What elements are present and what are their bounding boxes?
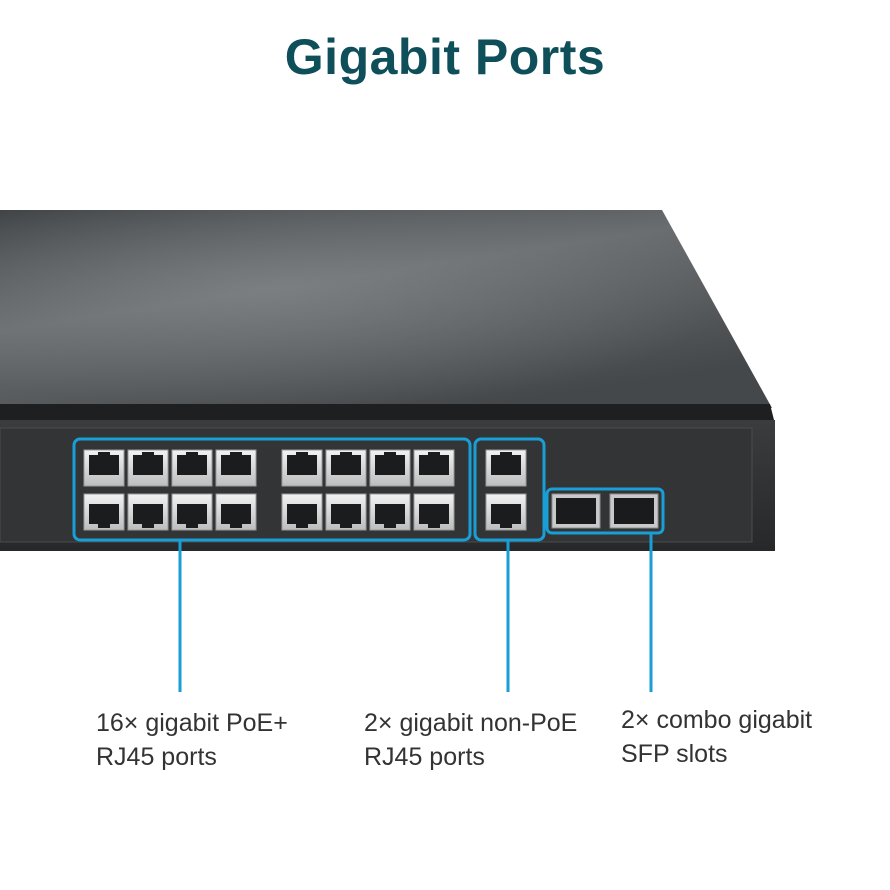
rj45-port <box>171 493 213 531</box>
rj45-port <box>215 449 257 487</box>
rj45-port <box>127 493 169 531</box>
rj45-port <box>485 493 527 531</box>
sfp-slots-caption: 2× combo gigabit SFP slots <box>621 703 812 771</box>
rj45-port <box>369 493 411 531</box>
caption-line: 2× gigabit non-PoE <box>364 709 578 737</box>
rj45-port <box>325 449 367 487</box>
rj45-port <box>127 449 169 487</box>
sfp-highlight-box <box>545 487 665 535</box>
caption-line: SFP slots <box>621 740 728 768</box>
rj45-port <box>83 449 125 487</box>
nonpoe-ports-caption: 2× gigabit non-PoE RJ45 ports <box>364 706 577 774</box>
sfp-slot <box>609 493 659 529</box>
caption-line: 2× combo gigabit <box>621 706 813 734</box>
caption-line: 16× gigabit PoE+ <box>96 709 288 737</box>
rj45-port <box>413 493 455 531</box>
rj45-port <box>325 493 367 531</box>
rj45-port <box>215 493 257 531</box>
sfp-slots <box>551 493 659 529</box>
rj45-port <box>281 493 323 531</box>
nonpoe-highlight-box <box>473 437 546 542</box>
rj45-port <box>171 449 213 487</box>
rj45-port <box>485 449 527 487</box>
caption-line: RJ45 ports <box>364 743 485 771</box>
non-poe-rj45-ports <box>485 449 527 531</box>
rj45-port <box>369 449 411 487</box>
chassis-edge <box>0 404 775 424</box>
rj45-port <box>413 449 455 487</box>
poe-ports-caption: 16× gigabit PoE+ RJ45 ports <box>96 706 288 774</box>
page-title: Gigabit Ports <box>284 29 606 85</box>
sfp-slot <box>551 493 601 529</box>
rj45-port <box>281 449 323 487</box>
caption-line: RJ45 ports <box>96 743 217 771</box>
rj45-port <box>83 493 125 531</box>
poe-rj45-ports <box>83 449 455 531</box>
poe-highlight-box <box>72 437 472 542</box>
